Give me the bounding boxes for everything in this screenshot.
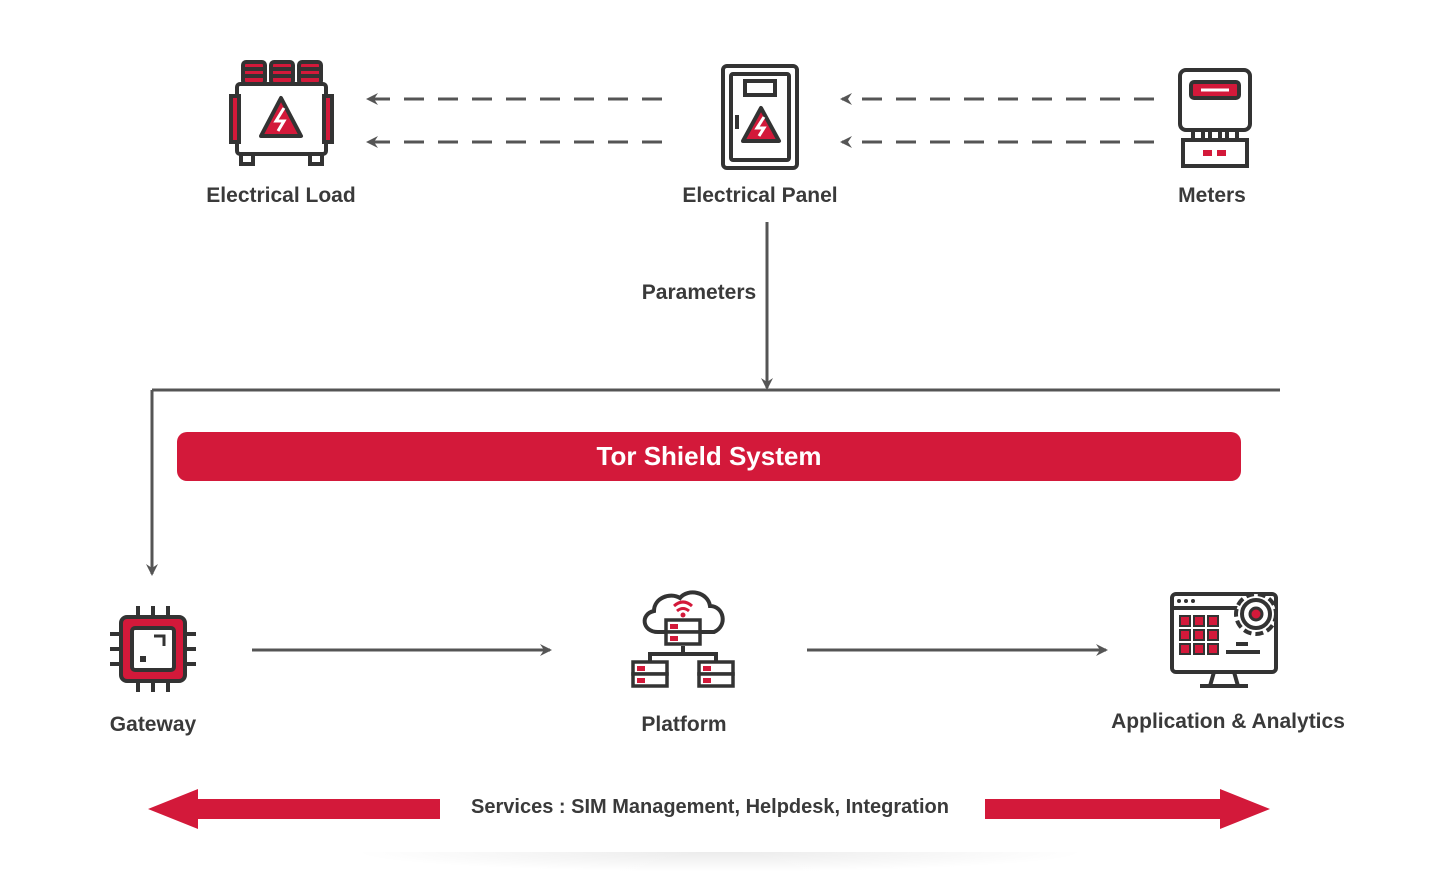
transformer-icon	[229, 60, 334, 166]
parameters-label: Parameters	[641, 281, 757, 304]
tor-shield-system-banner: Tor Shield System	[177, 432, 1241, 481]
platform-label: Platform	[641, 713, 727, 736]
meters-label: Meters	[1178, 184, 1246, 207]
gateway-label: Gateway	[109, 713, 197, 736]
electric-meter-icon	[1178, 68, 1252, 168]
tor-shield-system-title: Tor Shield System	[596, 441, 822, 471]
electrical-panel-icon	[721, 64, 799, 170]
chip-icon	[110, 606, 196, 692]
bottom-shadow	[350, 852, 1090, 872]
application-analytics-label: Application & Analytics	[1111, 710, 1345, 733]
electrical-load-label: Electrical Load	[206, 184, 356, 207]
electrical-panel-label: Electrical Panel	[682, 184, 838, 207]
services-double-arrow	[148, 789, 1270, 829]
monitor-settings-icon	[1170, 592, 1278, 688]
cloud-server-icon	[631, 590, 735, 688]
services-label: Services : SIM Management, Helpdesk, Int…	[461, 796, 959, 819]
